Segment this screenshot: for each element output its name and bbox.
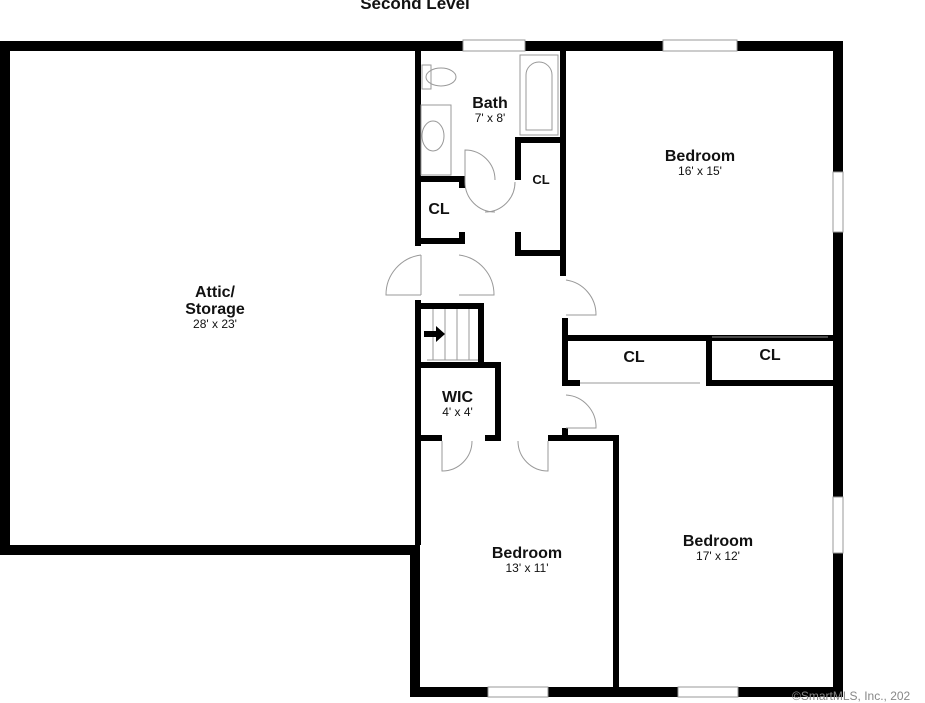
room-bedroom-se: Bedroom 17' x 12' (658, 533, 778, 563)
room-dims: 16' x 15' (678, 164, 722, 178)
stair-arrow-icon (424, 326, 445, 342)
room-name: Storage (185, 301, 245, 318)
room-attic: Attic/ Storage 28' x 23' (140, 284, 290, 331)
room-name: WIC (441, 389, 474, 406)
closet-label: CL (759, 347, 781, 364)
room-bedroom-s: Bedroom 13' x 11' (467, 545, 587, 575)
closet-label: CL (532, 172, 550, 187)
room-name: Attic/ (195, 284, 235, 301)
floor-title: Second Level (360, 0, 470, 13)
copyright: ©SmartMLS, Inc., 202 (792, 689, 911, 703)
room-dims: 4' x 4' (442, 405, 473, 419)
room-name: Bedroom (491, 545, 563, 562)
closet-label: CL (623, 349, 645, 366)
room-dims: 17' x 12' (696, 549, 740, 563)
room-name: Bath (472, 95, 508, 112)
room-dims: 28' x 23' (193, 317, 237, 331)
room-dims: 7' x 8' (474, 111, 506, 125)
stairs (424, 309, 478, 361)
room-bath: Bath 7' x 8' (455, 95, 525, 125)
room-bedroom-ne: Bedroom 16' x 15' (640, 148, 760, 178)
room-name: Bedroom (664, 148, 736, 165)
closet-label: CL (428, 201, 450, 218)
windows (462, 39, 844, 698)
room-name: Bedroom (682, 533, 754, 550)
walls (0, 41, 843, 697)
fixtures (420, 54, 559, 176)
room-wic: WIC 4' x 4' (420, 389, 495, 419)
room-dims: 13' x 11' (505, 561, 549, 575)
doors (385, 149, 828, 472)
